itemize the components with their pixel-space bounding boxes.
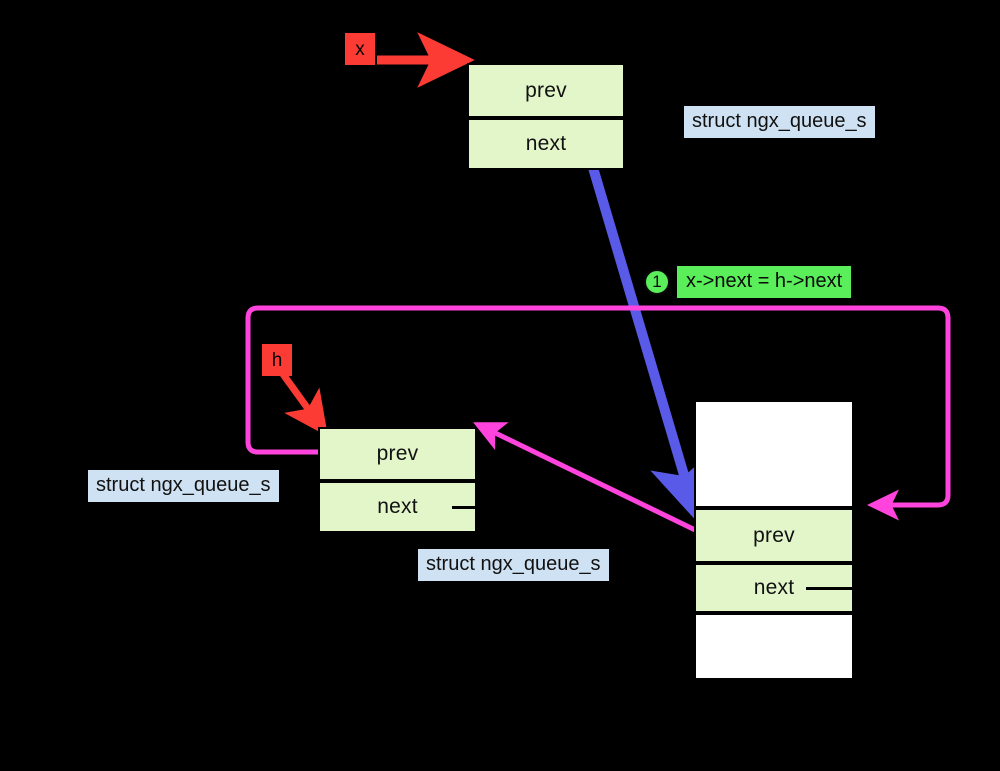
node-x-row-prev: prev (467, 63, 625, 118)
pointer-label-x-text: x (355, 38, 365, 60)
arrow-x-next-assign (581, 142, 710, 524)
node-hnext-next-label: next (753, 576, 795, 599)
pointer-label-h-text: h (271, 349, 283, 371)
node-h-row-prev: prev (318, 427, 477, 481)
arrow-hnext-prev-to-h (473, 422, 724, 546)
node-x-row-next: next (467, 118, 625, 170)
note-1: 1 x->next = h->next (644, 266, 852, 298)
node-x-prev-label: prev (525, 78, 567, 102)
note-1-text: x->next = h->next (677, 266, 852, 298)
node-x-next-label: next (525, 132, 567, 155)
pointer-label-h: h (262, 344, 292, 376)
path-h-to-hnext (245, 305, 951, 521)
note-1-badge: 1 (644, 269, 670, 295)
struct-tag-hnext-text: struct ngx_queue_s (426, 553, 601, 575)
node-h-next-stub (452, 506, 486, 509)
node-hnext-prev-label: prev (753, 523, 795, 547)
node-h-row-next: next (318, 481, 477, 533)
node-hnext-row-prev: prev (694, 508, 854, 563)
node-h-next-label: next (377, 495, 418, 518)
arrow-h-to-node (277, 367, 329, 437)
node-hnext-next-stub (806, 587, 856, 590)
node-hnext-row-bottom (694, 613, 854, 680)
note-1-number: 1 (652, 272, 662, 291)
node-hnext-row-top (694, 400, 854, 508)
struct-tag-x: struct ngx_queue_s (684, 106, 875, 138)
struct-tag-x-text: struct ngx_queue_s (692, 110, 867, 132)
pointer-label-x: x (345, 33, 375, 65)
node-h-prev-label: prev (376, 442, 419, 465)
struct-tag-h-text: struct ngx_queue_s (96, 474, 271, 496)
struct-tag-hnext: struct ngx_queue_s (418, 549, 609, 581)
struct-tag-h: struct ngx_queue_s (88, 470, 279, 502)
